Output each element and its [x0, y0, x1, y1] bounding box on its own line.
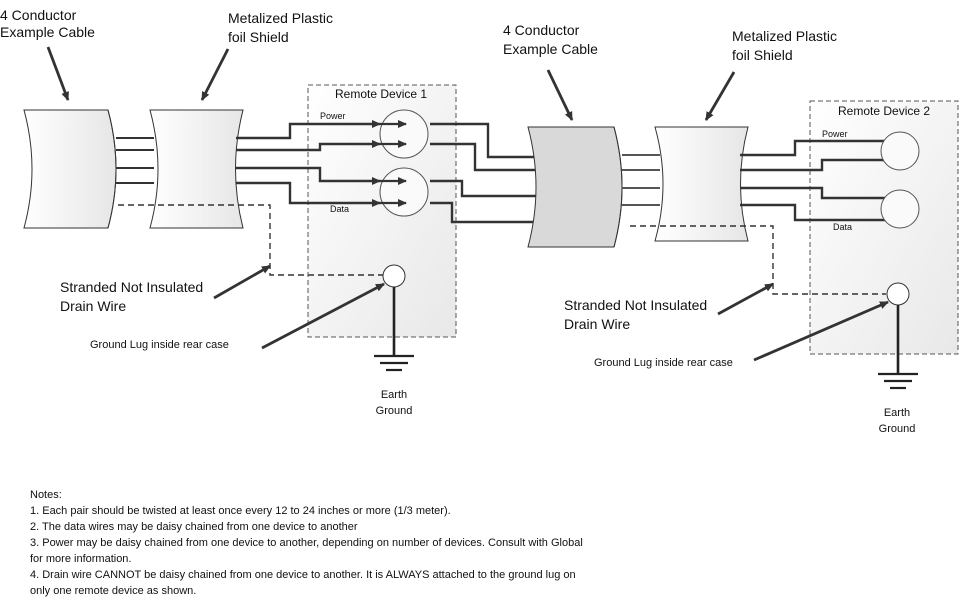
device-1-ground-lug [382, 264, 406, 288]
cable-2-stub-wires [622, 154, 660, 206]
callout-arrows [46, 46, 889, 362]
device-2-power-connector [880, 131, 920, 171]
ground-conductors [392, 287, 900, 373]
drain-1-label-line-2: Drain Wire [60, 298, 126, 314]
device-1-data-label: Data [330, 204, 349, 214]
earth-ground-symbol-2 [878, 372, 918, 390]
drain-2-label-line-1: Stranded Not Insulated [564, 297, 707, 313]
cable-2-label-line-2: Example Cable [503, 41, 598, 57]
ground-lug-2-label: Ground Lug inside rear case [594, 357, 733, 369]
note-item-3: 3. Power may be daisy chained from one d… [30, 537, 583, 565]
device-1-power-label: Power [320, 111, 346, 121]
cable-1-stub-wires [116, 137, 154, 184]
device-2-power-label: Power [822, 129, 848, 139]
device-1-wires [236, 120, 544, 225]
device-1-data-connector [379, 167, 429, 217]
notes-block: Notes: 1. Each pair should be twisted at… [30, 487, 590, 599]
device-2-data-connector [880, 189, 920, 229]
shield-1-body [149, 109, 244, 229]
drain-1-label-line-1: Stranded Not Insulated [60, 279, 203, 295]
cable-2-label-line-1: 4 Conductor [503, 22, 580, 38]
earth-ground-1-line-2: Ground [376, 405, 413, 417]
drain-wires [118, 204, 886, 295]
cable-1-body [23, 109, 117, 229]
device-2-data-label: Data [833, 222, 852, 232]
drain-2-label-line-2: Drain Wire [564, 316, 630, 332]
cable-1-label-line-1: 4 Conductor [0, 7, 77, 23]
cable-1-end [107, 109, 117, 229]
shield-2-label-line-1: Metalized Plastic [732, 28, 837, 44]
earth-ground-2-line-1: Earth [884, 407, 910, 419]
shield-1-label-line-1: Metalized Plastic [228, 10, 333, 26]
cable-2-body [527, 126, 623, 248]
earth-ground-2-line-2: Ground [879, 423, 916, 435]
earth-ground-symbol-1 [374, 354, 414, 372]
cable-1-label-line-2: Example Cable [0, 24, 95, 40]
note-item-1: 1. Each pair should be twisted at least … [30, 505, 451, 517]
shield-2-label-line-2: foil Shield [732, 47, 793, 63]
device-1-power-connector [379, 109, 429, 159]
earth-ground-1-line-1: Earth [381, 389, 407, 401]
device-1-connector-arrows [380, 120, 407, 207]
device-2-title: Remote Device 2 [838, 104, 930, 118]
device-2-wires [740, 137, 911, 224]
device-1-title: Remote Device 1 [335, 87, 427, 101]
note-item-2: 2. The data wires may be daisy chained f… [30, 521, 358, 533]
shield-1-label-line-2: foil Shield [228, 29, 289, 45]
notes-title: Notes: [30, 489, 62, 501]
note-item-4: 4. Drain wire CANNOT be daisy chained fr… [30, 569, 576, 597]
device-2-ground-lug [886, 282, 910, 306]
ground-lug-1-label: Ground Lug inside rear case [90, 339, 229, 351]
shield-2-body [654, 126, 749, 242]
